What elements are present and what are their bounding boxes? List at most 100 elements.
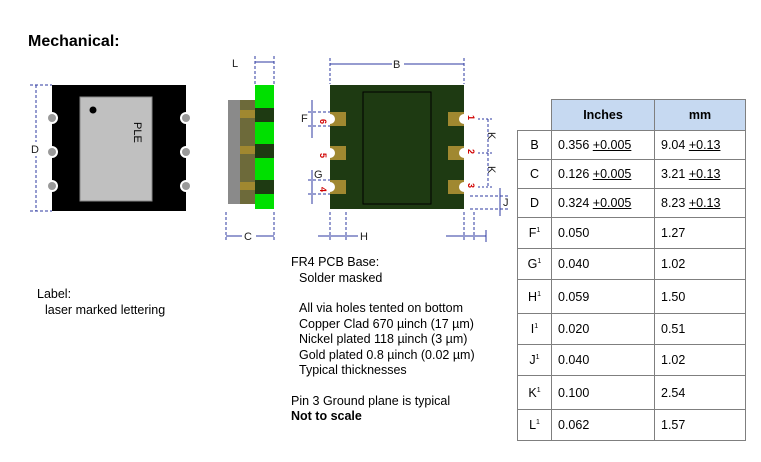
mechanical-drawings: PLE D L C: [30, 56, 509, 243]
inches-cell: 0.050: [551, 217, 655, 249]
mm-cell: 1.02: [654, 344, 746, 376]
inches-cell: 0.356 +0.005: [551, 130, 655, 160]
param-footnote: 1: [536, 386, 541, 394]
mm-cell: 1.27: [654, 217, 746, 249]
table-row: K1 0.100 2.54: [517, 375, 746, 410]
pcb-note-line7: Pin 3 Ground plane is typical: [291, 393, 451, 408]
mm-cell: 0.51: [654, 313, 746, 345]
inches-value: 0.059: [558, 289, 590, 304]
param-footnote: 1: [536, 418, 540, 426]
bottom-view-body: [330, 85, 464, 209]
table-header-row: Inches mm: [517, 99, 746, 131]
dim-g-label: G: [314, 169, 323, 181]
mm-tolerance: +0.13: [688, 138, 721, 152]
mm-value: 8.23: [661, 196, 689, 210]
inches-value: 0.100: [558, 385, 590, 400]
inches-cell: 0.062: [551, 409, 655, 441]
top-view-label-area: [79, 96, 153, 202]
mm-value: 3.21: [661, 167, 689, 181]
dim-b-label: B: [393, 59, 400, 71]
param-footnote: 1: [536, 226, 541, 234]
mm-value: 1.27: [661, 226, 686, 240]
inches-cell: 0.324 +0.005: [551, 188, 655, 218]
dim-k-label-lower: K: [485, 166, 497, 174]
dim-h-label: H: [360, 231, 368, 243]
param-cell: L1: [517, 409, 552, 441]
mm-value: 9.04: [661, 138, 689, 152]
mm-cell: 1.57: [654, 409, 746, 441]
inches-value: 0.062: [558, 418, 590, 432]
param-letter: L: [529, 418, 537, 432]
inches-cell: 0.020: [551, 313, 655, 345]
table-row: F1 0.050 1.27: [517, 217, 746, 249]
param-cell: J1: [517, 344, 552, 376]
pcb-note-line3: Copper Clad 670 µinch (17 µm): [299, 316, 474, 331]
pcb-note-line5: Gold plated 0.8 µinch (0.02 µm): [299, 347, 475, 362]
dim-k-label-upper: K: [485, 132, 497, 140]
right-pads: [448, 112, 469, 194]
inches-value: 0.356: [558, 138, 593, 152]
param-letter: F: [528, 226, 537, 240]
top-view: PLE D: [30, 84, 192, 212]
inches-value: 0.324: [558, 196, 593, 210]
table-row: L1 0.062 1.57: [517, 409, 746, 441]
inches-value: 0.020: [558, 322, 590, 336]
inches-value: 0.040: [558, 257, 590, 271]
mm-value: 1.50: [661, 289, 686, 304]
mm-tolerance: +0.13: [688, 196, 721, 210]
inches-cell: 0.040: [551, 344, 655, 376]
pcb-note-line1: Solder masked: [299, 270, 383, 285]
pin-number-5: 5: [318, 153, 328, 158]
param-footnote: 1: [535, 353, 540, 361]
param-letter: C: [529, 167, 540, 181]
param-cell: B: [517, 130, 552, 160]
chip-marking: PLE: [131, 122, 143, 143]
header-inches: Inches: [551, 99, 655, 131]
mm-cell: 2.54: [654, 375, 746, 410]
pcb-note-line4: Nickel plated 118 µinch (3 µm): [299, 332, 468, 346]
param-letter: B: [530, 138, 539, 152]
mm-cell: 8.23 +0.13: [654, 188, 746, 218]
left-pads: [325, 112, 346, 194]
param-letter: D: [529, 196, 540, 210]
inches-cell: 0.100: [551, 375, 655, 410]
dim-c-label: C: [244, 231, 252, 243]
mm-cell: 1.02: [654, 248, 746, 280]
mm-value: 1.02: [661, 353, 686, 367]
param-letter: I: [530, 322, 535, 336]
param-letter: H: [528, 289, 538, 304]
castellation-notches: [46, 112, 192, 192]
pin-number-2: 2: [466, 149, 476, 154]
param-cell: K1: [517, 375, 552, 410]
pcb-note: FR4 PCB Base: Solder masked All via hole…: [291, 255, 475, 425]
dim-j-label: J: [503, 197, 509, 209]
inches-tolerance: +0.005: [592, 138, 632, 152]
inches-cell: 0.126 +0.005: [551, 159, 655, 189]
mm-cell: 9.04 +0.13: [654, 130, 746, 160]
pin-number-3: 3: [466, 183, 476, 188]
param-cell: I1: [517, 313, 552, 345]
mm-value: 1.57: [661, 418, 686, 432]
bottom-view: 1 2 3 4 5 6 B F G H: [301, 57, 509, 243]
ground-plane-outline: [362, 91, 432, 205]
mm-tolerance: +0.13: [688, 167, 721, 181]
param-footnote: 1: [537, 257, 542, 265]
header-mm: mm: [654, 99, 746, 131]
param-cell: C: [517, 159, 552, 189]
mm-value: 0.51: [661, 322, 686, 336]
param-letter: J: [529, 353, 536, 367]
param-cell: F1: [517, 217, 552, 249]
dim-f-label: F: [301, 113, 308, 125]
pcb-note-line8: Not to scale: [291, 409, 362, 423]
mm-value: 1.02: [661, 257, 686, 271]
inches-value: 0.050: [558, 226, 590, 240]
inches-tolerance: +0.005: [592, 167, 632, 181]
mm-cell: 3.21 +0.13: [654, 159, 746, 189]
